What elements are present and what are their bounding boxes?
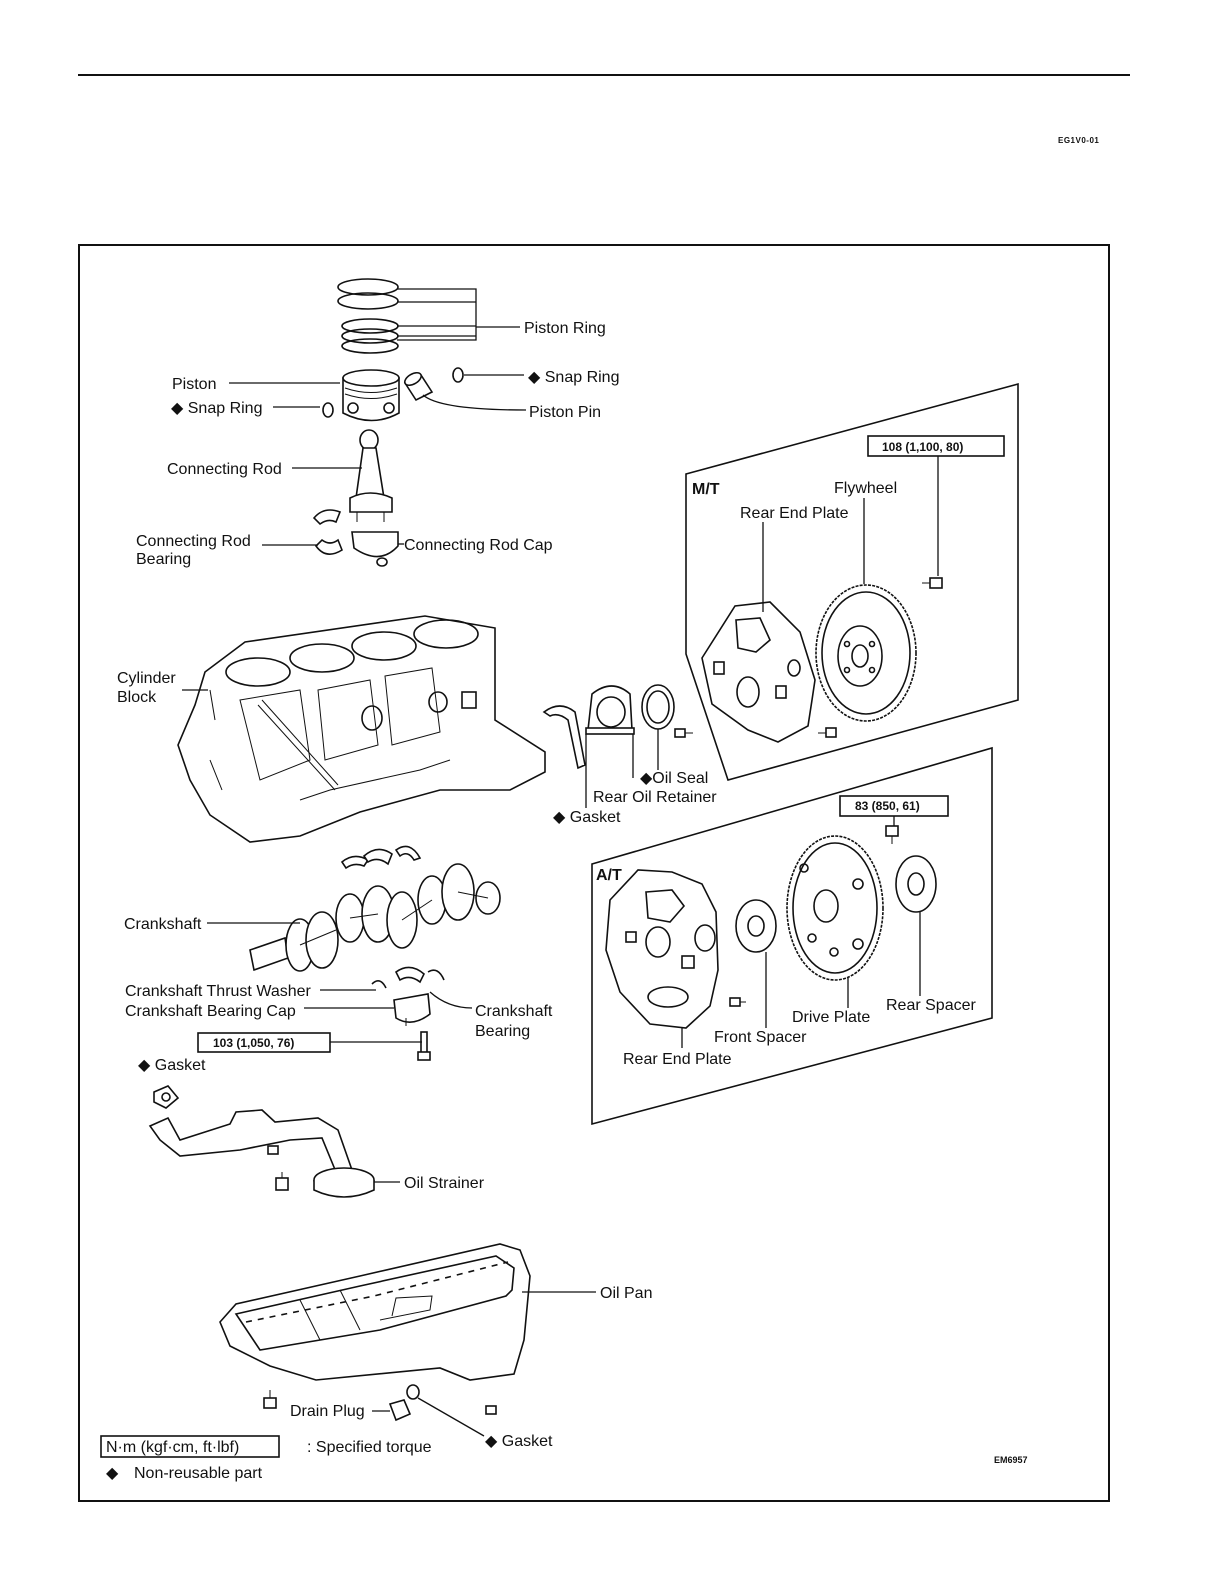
label-gasket-strainer: ◆ Gasket	[138, 1057, 206, 1074]
crank-leaders	[207, 922, 473, 1043]
retainer-gasket	[542, 705, 586, 770]
label-connecting-rod-bearing-1: Connecting Rod	[136, 533, 251, 550]
piston	[342, 369, 400, 422]
cylinder-block	[177, 615, 546, 843]
document-code: EG1V0-01	[1058, 136, 1100, 145]
legend-torque-box	[100, 1435, 280, 1458]
at-torque-value: 83 (850, 61)	[855, 799, 920, 813]
label-at-rear-end-plate: Rear End Plate	[623, 1051, 732, 1068]
mt-rear-end-plate	[701, 601, 816, 743]
at-drive-plate-bolt	[885, 825, 899, 844]
drain-gasket	[406, 1384, 420, 1400]
mt-torque-box	[867, 435, 1005, 457]
pan-bolts	[263, 1390, 497, 1415]
piston-leaders	[229, 374, 527, 546]
connecting-rod-bearing	[312, 509, 343, 555]
piston-pin	[403, 371, 434, 402]
label-snap-ring-left: ◆ Snap Ring	[171, 400, 262, 417]
connecting-rod-cap	[351, 531, 399, 567]
label-drain-plug: Drain Plug	[290, 1403, 365, 1420]
label-piston-pin: Piston Pin	[529, 404, 601, 421]
label-oil-seal: ◆Oil Seal	[640, 770, 708, 787]
mt-leaders	[762, 456, 939, 612]
crankshaft-bearing-cap	[393, 993, 431, 1026]
crankshaft-bearing	[394, 966, 425, 984]
label-connecting-rod-bearing-2: Bearing	[136, 551, 191, 568]
label-crankshaft-thrust-washer: Crankshaft Thrust Washer	[125, 983, 312, 1000]
front-spacer	[735, 899, 777, 953]
mt-plate-bolt	[818, 727, 837, 738]
drive-plate	[786, 835, 884, 981]
label-crankshaft-bearing-1: Crankshaft	[475, 1003, 553, 1020]
mt-torque-value: 108 (1,100, 80)	[882, 440, 963, 454]
main-bearing-cap-bolt	[417, 1031, 431, 1061]
crankshaft	[249, 863, 501, 972]
mt-flywheel-bolt	[922, 577, 943, 589]
connecting-rod	[349, 429, 393, 522]
oil-seal	[641, 684, 675, 730]
retainer-bolt	[674, 728, 693, 738]
figure-frame	[78, 244, 1110, 1502]
at-rear-end-plate	[605, 869, 719, 1029]
crankshaft-thrust-washer	[371, 969, 445, 989]
label-rear-spacer: Rear Spacer	[886, 997, 976, 1014]
rear-oil-retainer	[585, 685, 635, 735]
pan-leaders	[372, 1291, 596, 1437]
label-cylinder-block-1: Cylinder	[117, 670, 176, 687]
strainer-gasket	[153, 1085, 180, 1109]
label-connecting-rod-cap: Connecting Rod Cap	[404, 537, 553, 554]
label-oil-pan: Oil Pan	[600, 1285, 652, 1302]
main-torque-value: 103 (1,050, 76)	[213, 1036, 294, 1050]
snap-ring-right	[452, 367, 464, 383]
legend-non-reusable-symbol: ◆	[106, 1465, 119, 1482]
label-connecting-rod: Connecting Rod	[167, 461, 282, 478]
piston-rings	[337, 278, 520, 354]
legend-torque-desc: : Specified torque	[307, 1439, 432, 1456]
label-mt-rear-end-plate: Rear End Plate	[740, 505, 849, 522]
mt-panel	[685, 382, 1019, 781]
label-crankshaft-bearing-2: Bearing	[475, 1023, 530, 1040]
figure-code: EM6957	[994, 1455, 1028, 1465]
oil-pan	[219, 1243, 531, 1381]
label-piston-ring: Piston Ring	[524, 320, 606, 337]
label-drive-plate: Drive Plate	[792, 1009, 870, 1026]
strainer-bolts	[267, 1145, 289, 1191]
label-front-spacer: Front Spacer	[714, 1029, 807, 1046]
flywheel	[815, 584, 917, 722]
label-gasket-retainer: ◆ Gasket	[553, 809, 621, 826]
at-plate-bolt	[729, 997, 746, 1007]
at-title: A/T	[596, 867, 622, 884]
label-piston: Piston	[172, 376, 216, 393]
drain-plug	[388, 1399, 412, 1422]
at-torque-box	[839, 795, 949, 817]
oil-strainer	[148, 1109, 375, 1198]
label-oil-strainer: Oil Strainer	[404, 1175, 485, 1192]
at-leaders	[681, 816, 921, 1048]
top-rule	[78, 74, 1130, 76]
main-torque-box	[197, 1032, 331, 1053]
rear-spacer	[895, 855, 937, 913]
upper-crank-bearings	[340, 845, 422, 870]
snap-ring-left	[322, 402, 334, 418]
label-flywheel: Flywheel	[834, 480, 897, 497]
at-panel	[591, 746, 993, 1126]
label-gasket-drain: ◆ Gasket	[485, 1433, 553, 1450]
label-crankshaft-bearing-cap: Crankshaft Bearing Cap	[125, 1003, 296, 1020]
mt-title: M/T	[692, 481, 720, 498]
retainer-leaders	[585, 729, 659, 808]
label-cylinder-block-2: Block	[117, 689, 157, 706]
legend-torque-unit: N·m (kgf·cm, ft·lbf)	[106, 1439, 239, 1456]
label-crankshaft: Crankshaft	[124, 916, 202, 933]
label-snap-ring-right: ◆ Snap Ring	[528, 369, 619, 386]
legend-non-reusable-desc: Non-reusable part	[134, 1465, 263, 1482]
label-rear-oil-retainer: Rear Oil Retainer	[593, 789, 717, 806]
